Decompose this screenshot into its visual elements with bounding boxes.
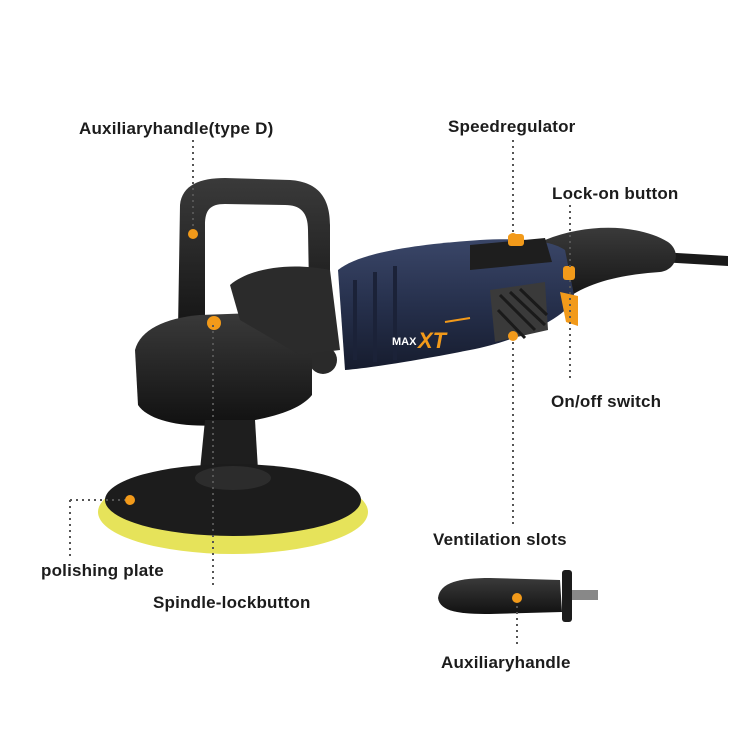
- gear-head: [135, 312, 312, 426]
- svg-text:MAX: MAX: [392, 336, 417, 348]
- label-speed-regulator: Speedregulator: [448, 117, 576, 136]
- label-aux-handle-d: Auxiliaryhandle(type D): [79, 119, 274, 138]
- svg-text:XT: XT: [416, 328, 448, 353]
- on-off-trigger[interactable]: [560, 292, 578, 326]
- housing-ribs: [353, 266, 397, 362]
- gear-head-top: [230, 266, 340, 355]
- callout-leaders: [69, 140, 571, 648]
- label-aux-handle: Auxiliaryhandle: [441, 653, 571, 672]
- spindle-lock-shape[interactable]: [207, 316, 221, 330]
- aux-handle-illustration: [438, 570, 598, 622]
- label-ventilation-slots: Ventilation slots: [433, 530, 567, 549]
- backing-plate-hub: [195, 466, 271, 490]
- top-panel: [470, 238, 552, 270]
- label-lock-on-button: Lock-on button: [552, 184, 679, 203]
- label-spindle-lock: Spindle-lockbutton: [153, 593, 311, 612]
- rear-grip: [540, 227, 676, 305]
- label-on-off-switch: On/off switch: [551, 392, 662, 411]
- backing-plate: [105, 464, 361, 536]
- motor-housing: [338, 239, 575, 370]
- brand-logo: MAX XT: [392, 317, 471, 353]
- label-polishing-plate: polishing plate: [41, 561, 164, 580]
- callout-dots: [125, 229, 575, 603]
- vent-slots: [496, 287, 549, 340]
- power-cable: [660, 252, 728, 266]
